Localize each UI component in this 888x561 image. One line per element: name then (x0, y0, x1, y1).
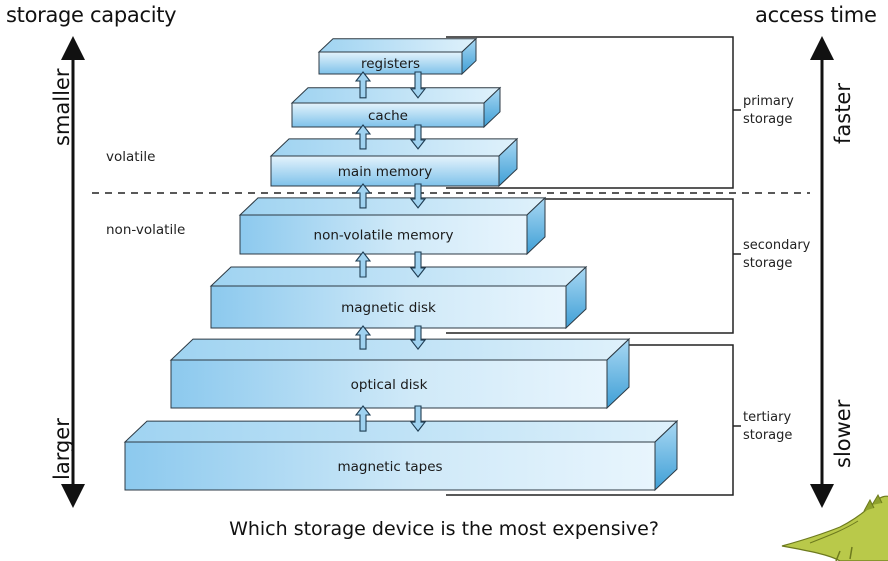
storage-level-box: non-volatile memory (238, 196, 547, 256)
storage-level-label: cache (368, 108, 408, 124)
down-arrow (409, 405, 427, 432)
secondary-storage-line2: storage (743, 256, 793, 271)
down-arrow (409, 325, 427, 350)
box-front-face (124, 441, 656, 491)
secondary-bracket (446, 198, 734, 334)
storage-level-box: cache (290, 86, 502, 129)
secondary-storage-label: secondary storage (743, 237, 810, 273)
primary-storage-line1: primary (743, 94, 794, 109)
storage-levels: registers cache main memory non-volatile me… (123, 37, 679, 492)
up-arrow (354, 325, 372, 350)
box-top-face (269, 138, 519, 157)
storage-level-label: registers (361, 56, 420, 72)
box-top-face (238, 197, 547, 216)
right-axis-title: access time (755, 3, 877, 27)
storage-level-box: magnetic tapes (123, 419, 679, 492)
down-arrow (409, 124, 427, 150)
box-top-face (317, 38, 478, 53)
non-volatile-label: non-volatile (106, 222, 186, 238)
storage-level-label: main memory (338, 164, 432, 180)
up-arrow (354, 405, 372, 432)
down-arrow (409, 251, 427, 278)
box-front-face (291, 102, 485, 128)
storage-level-box: magnetic disk (209, 265, 588, 330)
box-top-face (209, 266, 588, 287)
left-axis-title: storage capacity (6, 3, 177, 27)
up-arrow (354, 183, 372, 209)
storage-level-label: non-volatile memory (314, 228, 454, 244)
primary-storage-line2: storage (743, 112, 793, 127)
box-front-face (318, 51, 463, 75)
box-top-face (169, 338, 631, 361)
up-arrow (354, 124, 372, 150)
up-arrow (354, 251, 372, 278)
box-top-face (290, 87, 502, 104)
box-front-face (170, 359, 608, 409)
faster-label: faster (831, 83, 855, 144)
down-arrow (409, 183, 427, 209)
primary-bracket (446, 36, 734, 189)
slower-label: slower (831, 399, 855, 468)
tertiary-storage-line1: tertiary (743, 410, 792, 425)
larger-label: larger (50, 418, 74, 480)
storage-level-box: registers (317, 37, 478, 76)
volatile-label: volatile (106, 149, 156, 165)
box-front-face (239, 214, 528, 255)
box-front-face (210, 285, 567, 329)
primary-storage-label: primary storage (743, 93, 794, 129)
secondary-storage-line1: secondary (743, 238, 811, 253)
storage-level-box: optical disk (169, 337, 631, 410)
storage-level-label: magnetic tapes (337, 459, 442, 475)
smaller-label: smaller (50, 68, 74, 147)
up-arrow (354, 71, 372, 99)
transfer-arrows (354, 71, 427, 432)
storage-level-box: main memory (269, 137, 519, 188)
tertiary-storage-label: tertiary storage (743, 409, 792, 445)
storage-level-label: magnetic disk (341, 300, 436, 316)
storage-level-label: optical disk (351, 377, 428, 393)
dinosaur-mascot-icon (781, 493, 888, 561)
tertiary-storage-line2: storage (743, 428, 793, 443)
box-front-face (270, 155, 500, 187)
box-top-face (123, 420, 679, 443)
down-arrow (409, 71, 427, 99)
question-text: Which storage device is the most expensi… (229, 518, 659, 540)
